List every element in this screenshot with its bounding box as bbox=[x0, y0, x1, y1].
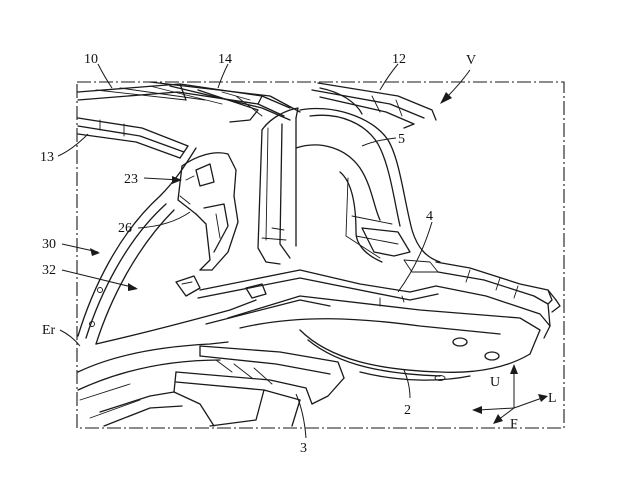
leader-14 bbox=[217, 63, 229, 89]
label-2: 2 bbox=[404, 403, 411, 418]
arrow-head-30 bbox=[90, 248, 100, 256]
front-left-arrow-head bbox=[472, 406, 482, 414]
arrow-head-23 bbox=[172, 176, 182, 184]
label-13: 13 bbox=[40, 150, 54, 165]
upper-cross-member-14 bbox=[149, 81, 301, 123]
leader-13 bbox=[57, 133, 89, 157]
label-32: 32 bbox=[42, 263, 56, 278]
axis-label-front: F bbox=[510, 417, 518, 432]
leader-Er bbox=[59, 329, 81, 347]
label-26: 26 bbox=[118, 221, 132, 236]
orientation-triad: U L F bbox=[472, 364, 557, 432]
label-14: 14 bbox=[218, 52, 232, 67]
side-rail-13 bbox=[77, 117, 189, 159]
leader-10 bbox=[97, 63, 113, 89]
cross-member-3 bbox=[77, 341, 345, 427]
label-12: 12 bbox=[392, 52, 406, 67]
leader-26 bbox=[137, 211, 191, 229]
leader-3 bbox=[295, 393, 307, 439]
leader-4 bbox=[397, 221, 433, 293]
label-5: 5 bbox=[398, 132, 405, 147]
view-arrow-v bbox=[445, 69, 471, 99]
inner-panel-5 bbox=[295, 87, 441, 273]
label-30: 30 bbox=[42, 237, 56, 252]
center-pillar bbox=[257, 107, 299, 265]
axis-label-left: L bbox=[548, 391, 557, 406]
bracket-23 bbox=[177, 152, 237, 215]
leader-32 bbox=[61, 269, 137, 289]
reference-numerals: 10 14 12 V 13 5 23 26 4 30 32 Er 2 3 bbox=[40, 52, 476, 456]
label-23: 23 bbox=[124, 172, 138, 187]
leader-12 bbox=[379, 63, 399, 91]
leader-2 bbox=[403, 369, 411, 399]
label-V: V bbox=[466, 53, 476, 68]
right-side-rail bbox=[435, 261, 561, 355]
gusset-26 bbox=[195, 195, 239, 271]
up-arrow-head bbox=[510, 364, 518, 374]
floor-panel bbox=[197, 269, 541, 381]
view-arrow-v-head bbox=[440, 92, 452, 104]
upper-cross-member-12 bbox=[311, 82, 437, 129]
label-10: 10 bbox=[84, 52, 98, 67]
detail-boundary-frame bbox=[76, 81, 565, 429]
left-arrow-head bbox=[538, 394, 548, 402]
front-arrow-head bbox=[493, 414, 503, 424]
leader-5 bbox=[361, 137, 397, 147]
label-4: 4 bbox=[426, 209, 433, 224]
side-panel-30 bbox=[77, 147, 257, 345]
leader-lines bbox=[57, 63, 471, 439]
arrow-head-32 bbox=[128, 283, 138, 291]
label-3: 3 bbox=[300, 441, 307, 456]
lower-clip bbox=[175, 275, 201, 297]
axis-label-up: U bbox=[490, 375, 500, 390]
label-Er: Er bbox=[42, 323, 56, 338]
